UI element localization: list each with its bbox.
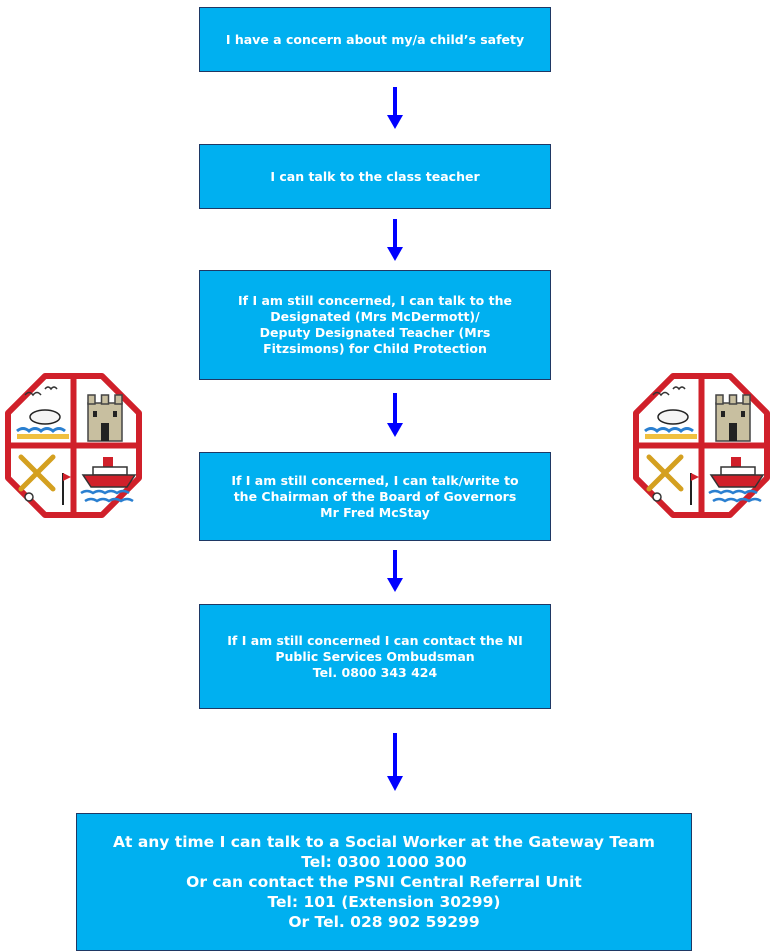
step-2-line-1: I can talk to the class teacher (270, 168, 480, 184)
step-4-line-2: the Chairman of the Board of Governors (233, 488, 517, 504)
school-crest-icon (5, 373, 142, 518)
step-box-5: If I am still concerned I can contact th… (199, 604, 551, 709)
step-6-line-5: Or Tel. 028 902 59299 (288, 913, 480, 931)
step-box-2: I can talk to the class teacher (199, 144, 551, 209)
school-crest-icon (633, 373, 770, 518)
step-4-line-3: Mr Fred McStay (320, 504, 430, 520)
step-box-6: At any time I can talk to a Social Worke… (76, 813, 692, 951)
down-arrow-icon (387, 393, 403, 437)
step-6-line-4: Tel: 101 (Extension 30299) (267, 893, 501, 911)
down-arrow-icon (387, 733, 403, 791)
step-5-line-1: If I am still concerned I can contact th… (227, 632, 523, 648)
down-arrow-icon (387, 87, 403, 129)
down-arrow-icon (387, 550, 403, 592)
step-box-3: If I am still concerned, I can talk to t… (199, 270, 551, 380)
step-box-4: If I am still concerned, I can talk/writ… (199, 452, 551, 541)
step-5-line-3: Tel. 0800 343 424 (312, 664, 438, 680)
step-1-line-1: I have a concern about my/a child’s safe… (225, 31, 525, 47)
step-box-1: I have a concern about my/a child’s safe… (199, 7, 551, 72)
step-6-line-3: Or can contact the PSNI Central Referral… (186, 873, 582, 891)
step-6-line-2: Tel: 0300 1000 300 (301, 853, 467, 871)
step-3-line-1: If I am still concerned, I can talk to t… (238, 293, 512, 308)
down-arrow-icon (387, 219, 403, 261)
step-3-line-2: Designated (Mrs McDermott)/ (270, 309, 480, 324)
step-3-line-3: Deputy Designated Teacher (Mrs (259, 325, 491, 340)
step-4-line-1: If I am still concerned, I can talk/writ… (231, 472, 519, 488)
step-5-line-2: Public Services Ombudsman (275, 648, 475, 664)
step-3-line-4: Fitzsimons) for Child Protection (263, 341, 487, 356)
step-6-line-1: At any time I can talk to a Social Worke… (113, 833, 655, 851)
